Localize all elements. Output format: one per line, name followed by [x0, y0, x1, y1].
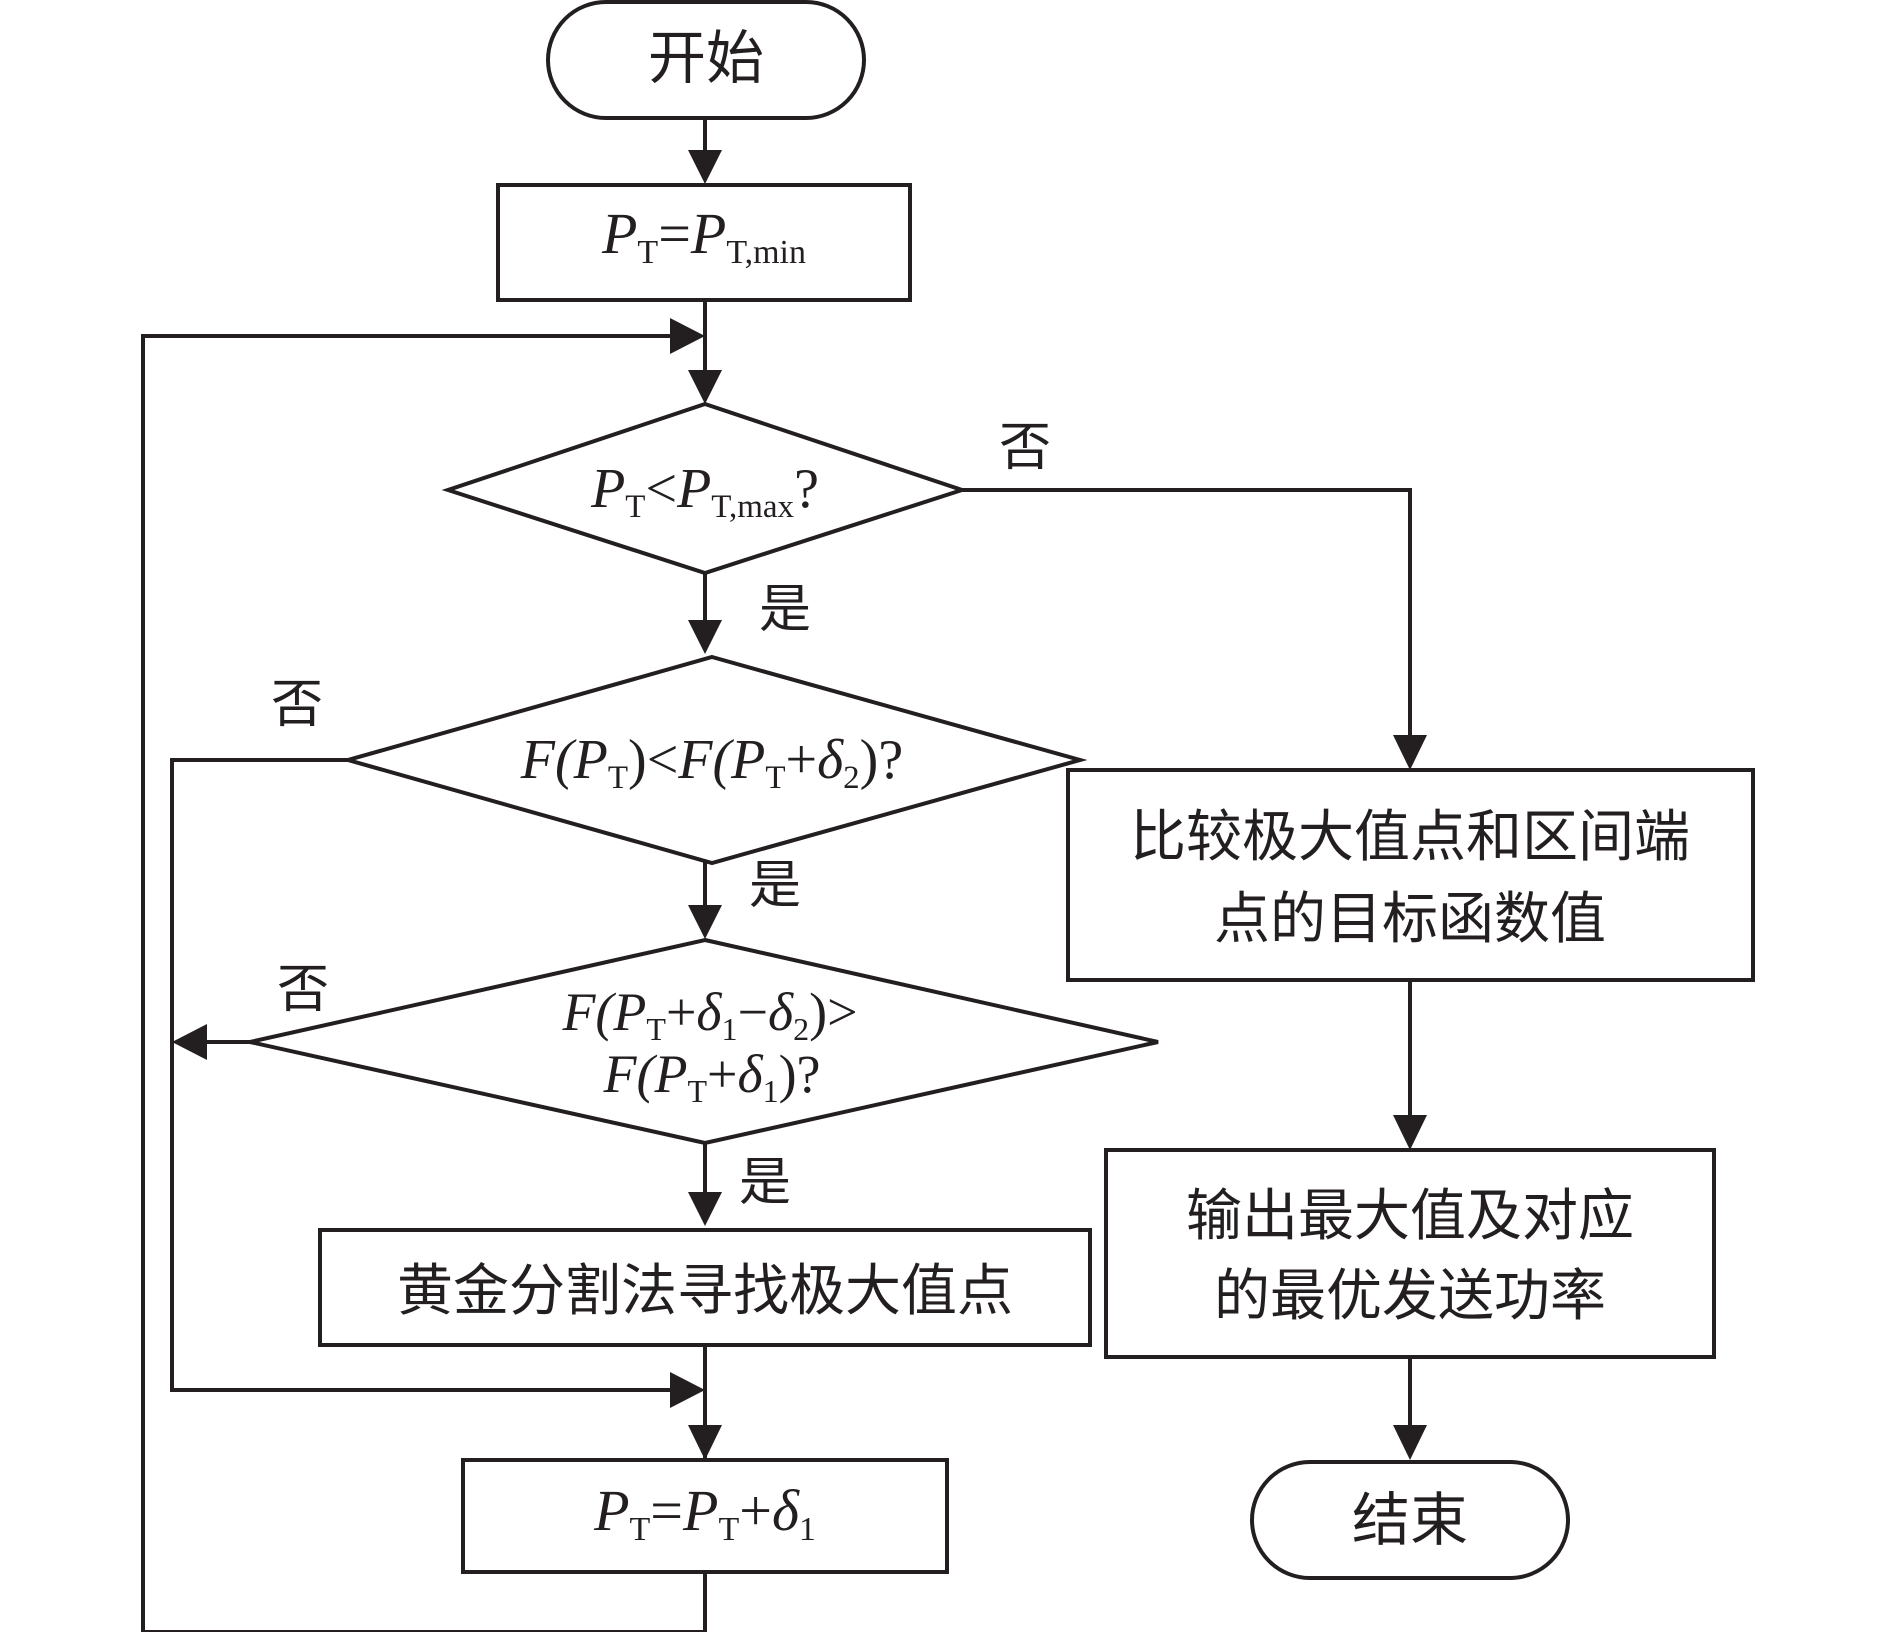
decision-f-compare-delta1: F(PT+δ1−δ2)> F(PT+δ1)?	[249, 937, 1159, 1146]
decision-f-compare-delta2: F(PT)<F(PT+δ2)?	[340, 654, 1088, 866]
arrow-head	[688, 1425, 722, 1460]
connector-cond1-compare	[962, 488, 1412, 735]
output-process: 输出最大值及对应 的最优发送功率	[1104, 1148, 1716, 1359]
arrow-head	[688, 1192, 722, 1226]
compare-label-line2: 点的目标函数值	[1214, 887, 1606, 952]
arrow-head	[670, 318, 705, 354]
label-no-cond1: 否	[999, 418, 1051, 478]
init-process: PT=PT,min	[496, 183, 912, 302]
label-yes-cond2: 是	[749, 856, 801, 916]
arrow-head	[172, 1024, 207, 1060]
update-process: PT=PT+δ1	[461, 1458, 949, 1574]
cond1-formula: PT<PT,max?	[590, 458, 819, 525]
output-label-line1: 输出最大值及对应	[1186, 1184, 1634, 1249]
golden-section-process: 黄金分割法寻找极大值点	[318, 1228, 1092, 1347]
start-terminal: 开始	[546, 0, 866, 120]
init-formula: PT=PT,min	[601, 201, 806, 271]
compare-label-line1: 比较极大值点和区间端	[1130, 805, 1690, 870]
cond3-formula-line2: F(PT+δ1)?	[602, 1044, 820, 1109]
update-formula: PT=PT+δ1	[593, 1478, 816, 1548]
label-yes-cond1: 是	[759, 580, 811, 640]
label-no-cond3: 否	[277, 960, 329, 1020]
cond2-formula: F(PT)<F(PT+δ2)?	[520, 729, 903, 796]
arrow-head	[688, 370, 722, 404]
end-terminal: 结束	[1250, 1460, 1570, 1580]
arrow-head	[670, 1372, 705, 1408]
compare-process: 比较极大值点和区间端 点的目标函数值	[1066, 768, 1755, 982]
golden-label: 黄金分割法寻找极大值点	[397, 1259, 1013, 1324]
decision-pt-less-max: PT<PT,max?	[441, 401, 969, 576]
cond3-formula-line1: F(PT+δ1−δ2)>	[561, 982, 857, 1047]
connector-cond2-no	[170, 758, 670, 1392]
arrow-head	[1393, 1115, 1427, 1150]
arrow-head	[688, 620, 722, 654]
start-label: 开始	[648, 24, 764, 92]
branch-labels: 否 是 否 是 否 是	[271, 418, 1051, 1213]
label-no-cond2: 否	[271, 675, 323, 735]
arrow-head	[688, 150, 722, 184]
arrow-head	[1393, 1425, 1427, 1460]
output-label-line2: 的最优发送功率	[1214, 1264, 1606, 1329]
arrow-head	[1393, 735, 1427, 770]
end-label: 结束	[1352, 1486, 1468, 1554]
label-yes-cond3: 是	[739, 1153, 791, 1213]
arrow-head	[688, 905, 722, 939]
